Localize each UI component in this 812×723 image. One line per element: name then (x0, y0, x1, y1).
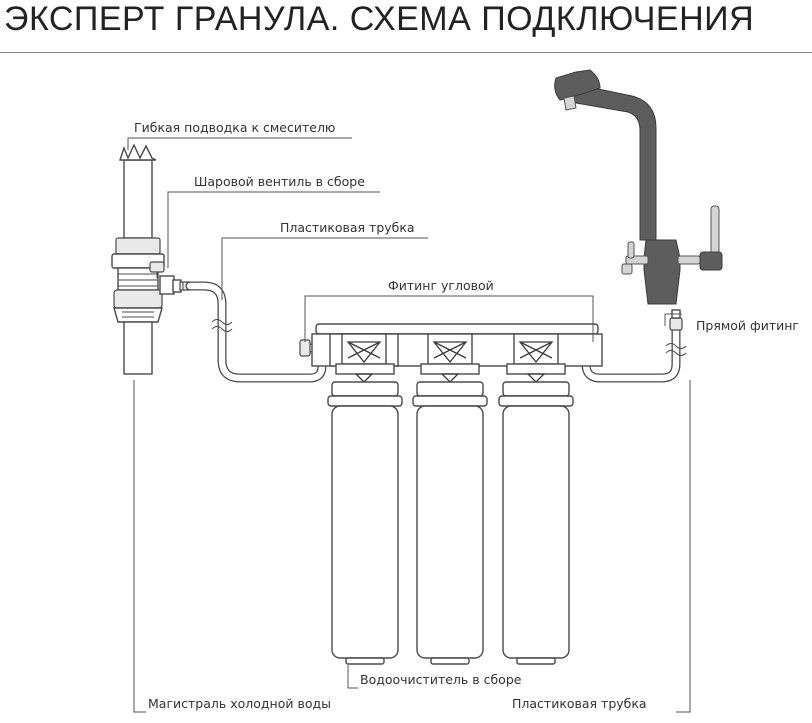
leader-lines (127, 137, 691, 713)
label-plastic-tube-bottom: Пластиковая трубка (512, 696, 647, 711)
tube-break-mark (211, 319, 233, 325)
label-cold-main: Магистраль холодной воды (148, 696, 331, 711)
label-flex-hose: Гибкая подводка к смесителю (134, 120, 335, 135)
filter-cartridge-3 (498, 333, 574, 665)
title-divider (0, 52, 812, 53)
label-purifier: Водоочиститель в сборе (360, 672, 522, 687)
page-title: ЭКСПЕРТ ГРАНУЛА. СХЕМА ПОДКЛЮЧЕНИЯ (4, 0, 755, 38)
label-ball-valve: Шаровой вентиль в сборе (194, 174, 365, 189)
water-purifier-assembly (299, 323, 603, 665)
straight-fitting (669, 317, 683, 331)
label-elbow-fitting: Фитинг угловой (388, 278, 494, 293)
filter-cartridge-2 (412, 333, 488, 665)
cold-water-main (111, 143, 175, 375)
filter-cartridge-1 (327, 333, 403, 665)
elbow-fitting-left (299, 339, 311, 357)
label-plastic-tube-top: Пластиковая трубка (280, 220, 415, 235)
faucet (554, 69, 723, 331)
label-straight-fitting: Прямой фитинг (696, 318, 799, 333)
